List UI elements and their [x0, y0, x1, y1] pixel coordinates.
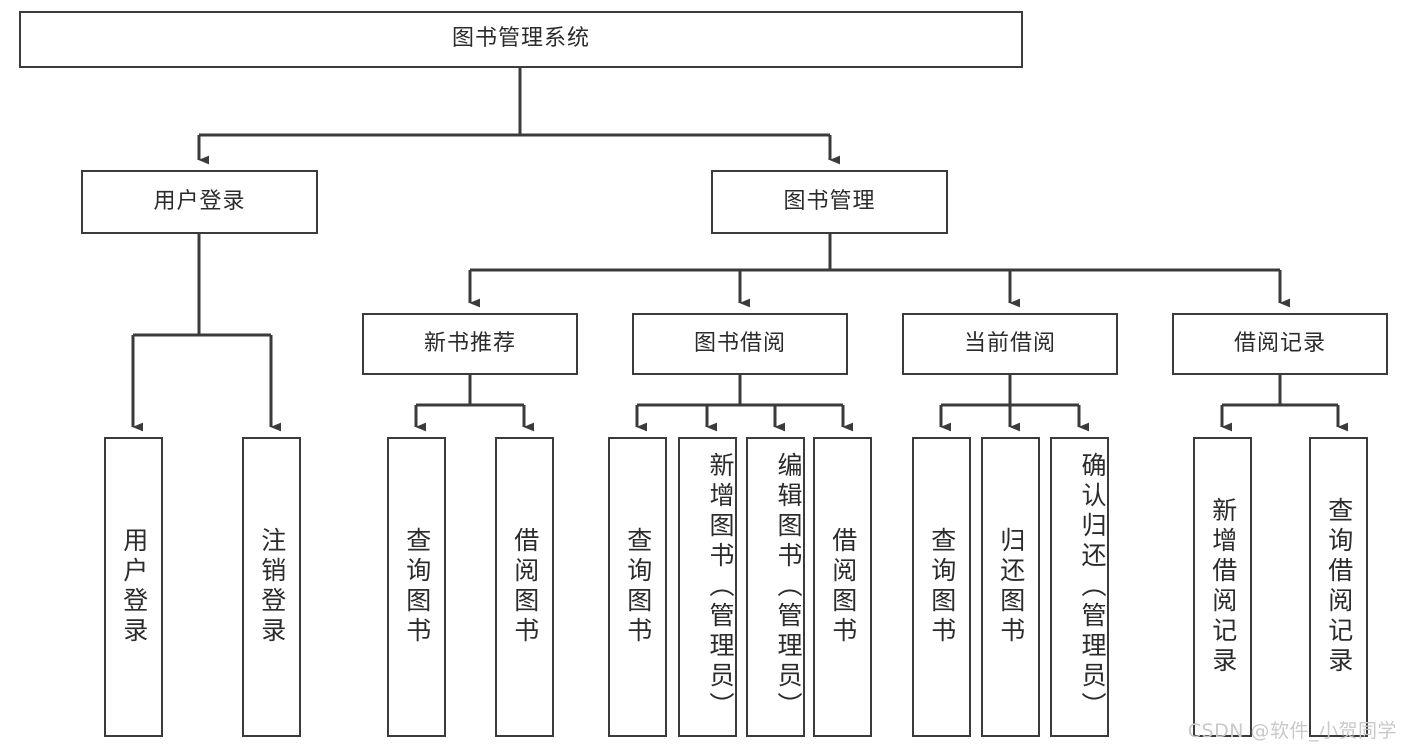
node-current-borrow[interactable]: 当前借阅 [902, 313, 1118, 375]
leaf-borrow-add-book-admin[interactable]: 新增图书（管理员） [678, 437, 737, 737]
leaf-recommend-borrow-book[interactable]: 借阅图书 [495, 437, 554, 737]
node-user-login[interactable]: 用户登录 [81, 170, 318, 234]
leaf-current-confirm-return-admin[interactable]: 确认归还（管理员） [1050, 437, 1109, 737]
leaf-record-query-record[interactable]: 查询借阅记录 [1309, 437, 1368, 737]
node-root-system[interactable]: 图书管理系统 [19, 11, 1023, 68]
node-book-management[interactable]: 图书管理 [711, 170, 948, 234]
leaf-borrow-borrow-book[interactable]: 借阅图书 [813, 437, 872, 737]
node-book-borrow[interactable]: 图书借阅 [632, 313, 848, 375]
leaf-user-login-login[interactable]: 用户登录 [104, 437, 163, 737]
leaf-borrow-query-book[interactable]: 查询图书 [608, 437, 667, 737]
node-new-book-recommend[interactable]: 新书推荐 [362, 313, 578, 375]
leaf-record-add-record[interactable]: 新增借阅记录 [1193, 437, 1252, 737]
leaf-borrow-edit-book-admin[interactable]: 编辑图书（管理员） [746, 437, 805, 737]
watermark-text: CSDN @软件_小贺同学 [1187, 720, 1397, 742]
leaf-current-return-book[interactable]: 归还图书 [981, 437, 1040, 737]
node-borrow-record[interactable]: 借阅记录 [1172, 313, 1388, 375]
leaf-recommend-query-book[interactable]: 查询图书 [387, 437, 446, 737]
leaf-user-login-logout[interactable]: 注销登录 [242, 437, 301, 737]
leaf-current-query-book[interactable]: 查询图书 [912, 437, 971, 737]
